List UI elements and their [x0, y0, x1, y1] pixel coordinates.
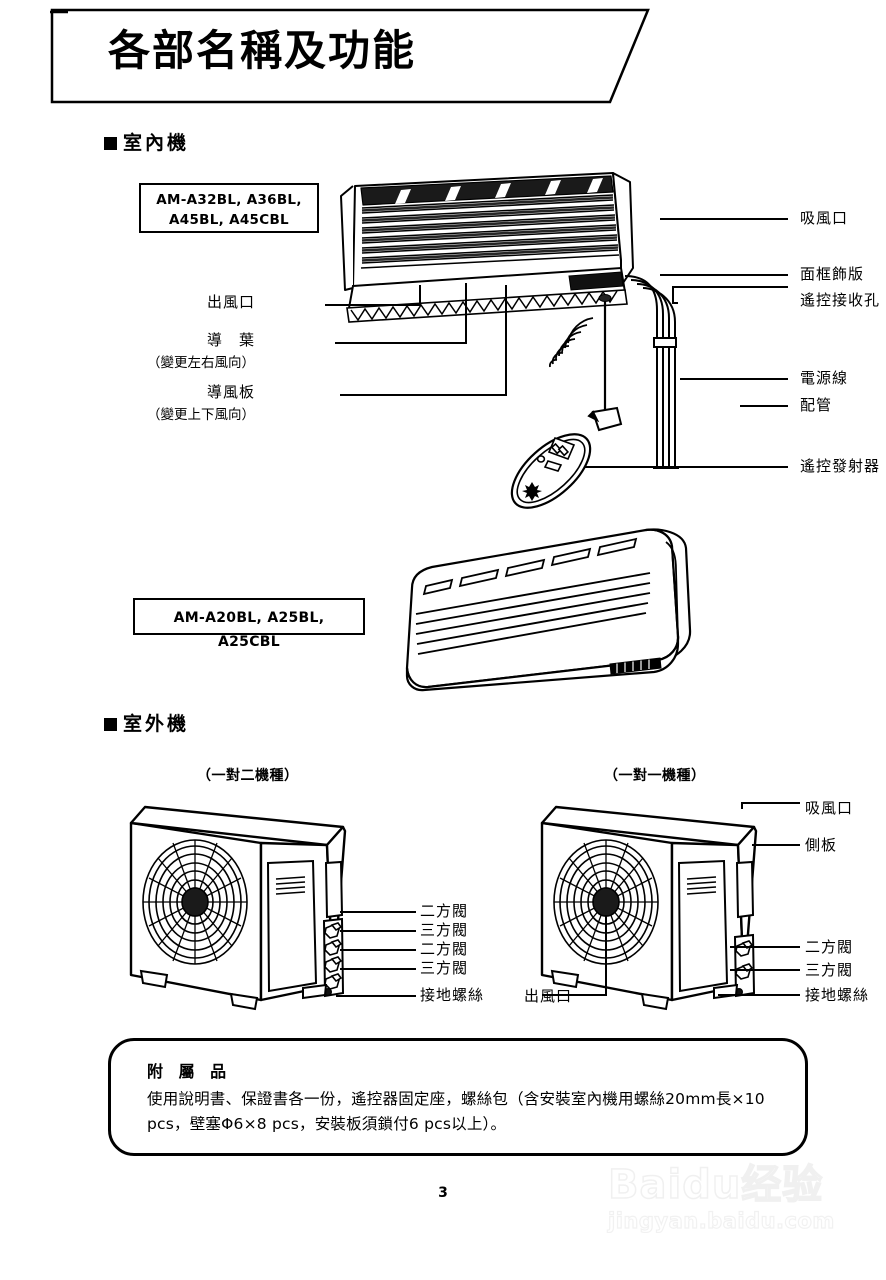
accessory-line-2: pcs，壁塞Φ6×8 pcs，安裝板須鎖付6 pcs以上）。 — [147, 1114, 507, 1133]
accessory-line-1: 使用說明書、保證書各一份，遙控器固定座，螺絲包（含安裝室內機用螺絲20mm長×1… — [147, 1090, 765, 1108]
label-outdoor-air-outlet: 出風口 — [524, 987, 573, 1005]
section-header-outdoor: 室外機 — [104, 715, 189, 734]
accessory-title: 附 屬 品 — [147, 1062, 232, 1081]
label-outdoor-left-ground-screw: 接地螺絲 — [420, 986, 485, 1004]
model-box-indoor-small: AM-A20BL, A25BL, A25CBL — [133, 598, 365, 650]
label-outdoor-right-three-way-valve: 三方閥 — [805, 961, 854, 979]
label-indoor-air-intake: 吸風口 — [800, 209, 849, 227]
label-outdoor-right-air-intake: 吸風口 — [805, 799, 854, 817]
label-outdoor-left-three-way-valve-2: 三方閥 — [420, 959, 469, 977]
caption-outdoor-one-to-two: （一對二機種） — [197, 768, 299, 784]
label-indoor-guide-vane: 導 葉 — [206, 331, 255, 349]
label-indoor-power-cord: 電源線 — [800, 369, 849, 387]
indoor-left-leader-lines — [325, 283, 507, 396]
model-box-indoor-large-line1: AM-A32BL, A36BL, — [156, 192, 302, 208]
bullet-square-icon — [104, 718, 117, 731]
page-title: 各部名稱及功能 — [108, 26, 417, 75]
accessory-box: 附 屬 品 使用說明書、保證書各一份，遙控器固定座，螺絲包（含安裝室內機用螺絲2… — [108, 1038, 808, 1156]
bullet-square-icon — [104, 137, 117, 150]
section-header-outdoor-label: 室外機 — [123, 713, 190, 735]
label-indoor-air-outlet: 出風口 — [206, 293, 255, 311]
model-box-indoor-large-line2: A45BL, A45CBL — [169, 211, 289, 228]
label-outdoor-right-side-panel: 側板 — [805, 836, 838, 854]
caption-outdoor-one-to-one: （一對一機種） — [604, 768, 706, 784]
outdoor-unit-one-to-one-illustration — [540, 805, 758, 1011]
outdoor-unit-one-to-two-illustration — [129, 805, 347, 1011]
label-indoor-piping: 配管 — [800, 396, 833, 414]
label-indoor-remote-transmitter: 遙控發射器 — [800, 457, 881, 475]
label-outdoor-right-ground-screw: 接地螺絲 — [805, 986, 870, 1004]
accessory-body: 使用說明書、保證書各一份，遙控器固定座，螺絲包（含安裝室內機用螺絲20mm長×1… — [147, 1087, 783, 1137]
indoor-right-leader-lines — [580, 218, 788, 468]
page-title-banner: 各部名稱及功能 — [50, 8, 650, 104]
section-header-indoor: 室內機 — [104, 134, 189, 153]
baidu-watermark-sub: jingyan.baidu.com — [607, 1208, 835, 1233]
page-number: 3 — [438, 1185, 448, 1201]
label-outdoor-right-two-way-valve: 二方閥 — [805, 938, 854, 956]
label-indoor-guide-vane-note: （變更左右風向） — [147, 355, 255, 371]
remote-control-illustration — [510, 433, 592, 509]
indoor-unit-large-illustration — [340, 172, 679, 469]
label-indoor-remote-receiver: 遙控接收孔 — [800, 291, 881, 309]
label-indoor-guide-louver-note: （變更上下風向） — [147, 407, 255, 423]
label-outdoor-left-two-way-valve-1: 二方閥 — [420, 902, 469, 920]
outdoor-right-leader-lines — [718, 802, 800, 996]
label-indoor-guide-louver: 導風板 — [206, 383, 255, 401]
indoor-unit-small-illustration — [405, 528, 692, 692]
section-header-indoor-label: 室內機 — [123, 132, 190, 154]
model-box-indoor-large: AM-A32BL, A36BL, A45BL, A45CBL — [139, 183, 319, 233]
label-outdoor-left-three-way-valve-1: 三方閥 — [420, 921, 469, 939]
label-outdoor-left-two-way-valve-2: 二方閥 — [420, 940, 469, 958]
outdoor-left-leader-lines — [336, 911, 416, 997]
label-indoor-front-panel: 面框飾版 — [800, 265, 865, 283]
